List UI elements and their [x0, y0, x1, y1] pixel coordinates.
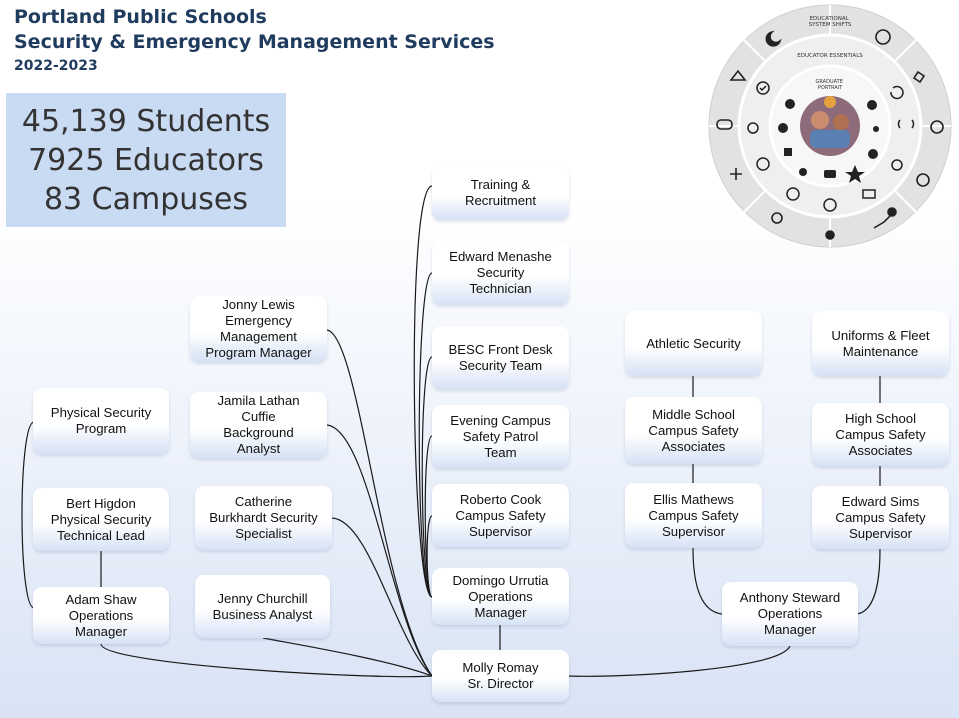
people-icon	[785, 99, 795, 109]
chart-icon	[784, 148, 792, 156]
stat-students: 45,139 Students	[21, 104, 271, 139]
dots-circle-icon	[875, 29, 891, 45]
globe-icon	[868, 149, 878, 159]
flower-icon	[756, 157, 770, 171]
card-bert-higdon: Bert Higdon Physical Security Technical …	[33, 488, 169, 551]
svg-text:GRADUATE PORTRAIT: GRADUATE PORTRAIT	[816, 79, 845, 91]
card-physical-security-program: Physical Security Program	[33, 388, 169, 454]
card-edward-menashe: Edward Menashe Security Technician	[432, 241, 569, 305]
brain-icon	[867, 100, 877, 110]
eye-icon	[891, 159, 903, 171]
wheel-inner-label: GRADUATE	[816, 79, 843, 85]
wheel-outer-label: EDUCATIONAL	[810, 16, 850, 22]
gear-icon	[778, 123, 788, 133]
molecule-icon	[771, 212, 783, 224]
crescent-icon	[765, 30, 782, 47]
card-middle-school-csa: Middle School Campus Safety Associates	[625, 397, 762, 464]
card-jonny-lewis: Jonny Lewis Emergency Management Program…	[190, 296, 327, 362]
page-header: Portland Public Schools Security & Emerg…	[14, 5, 495, 76]
face-icon	[786, 187, 800, 201]
card-roberto-cook: Roberto Cook Campus Safety Supervisor	[432, 484, 569, 547]
connect-icon	[799, 168, 807, 176]
broadcast-icon	[873, 126, 879, 132]
card-besc-front-desk: BESC Front Desk Security Team	[432, 326, 569, 389]
card-catherine-burkhardt: Catherine Burkhardt Security Specialist	[195, 486, 332, 550]
card-molly-romay: Molly Romay Sr. Director	[432, 650, 569, 702]
card-domingo-urrutia: Domingo Urrutia Operations Manager	[432, 568, 569, 625]
svg-text:EDUCATIONAL SYSTEM SHIFTS: EDUCATIONAL SYSTEM SHIFTS	[809, 16, 852, 28]
connector-ellis-anthony	[692, 547, 723, 615]
page-title: Portland Public Schools	[14, 6, 267, 28]
connector-jamila	[326, 424, 433, 677]
card-ellis-mathews: Ellis Mathews Campus Safety Supervisor	[625, 483, 762, 548]
connector-physical-security-program	[21, 421, 35, 609]
card-adam-shaw: Adam Shaw Operations Manager	[33, 587, 169, 644]
card-jenny-churchill: Jenny Churchill Business Analyst	[195, 575, 330, 638]
handshake-icon	[824, 170, 836, 178]
connector-edward-menashe	[418, 272, 433, 598]
network-dots-icon	[730, 168, 742, 180]
arrows-cycle-icon	[890, 85, 904, 100]
graduate-portrait-wheel: EDUCATIONAL SYSTEM SHIFTS EDUCATOR ESSEN…	[708, 4, 952, 248]
target-icon	[930, 120, 944, 134]
gears-icon	[747, 122, 759, 134]
check-circle-icon	[756, 81, 770, 95]
school-year: 2022-2023	[14, 58, 98, 74]
cloud-icon	[716, 119, 733, 130]
card-evening-campus-safety: Evening Campus Safety Patrol Team	[432, 405, 569, 468]
card-training-recruitment: Training & Recruitment	[432, 166, 569, 220]
connector-training	[413, 185, 433, 598]
card-anthony-steward: Anthony Steward Operations Manager	[722, 582, 858, 646]
cog-flower-icon	[823, 198, 837, 212]
connector-adam-director	[100, 643, 433, 678]
connector-sims-anthony	[856, 548, 881, 615]
stat-educators: 7925 Educators	[28, 143, 264, 178]
wifi-icon	[897, 119, 915, 129]
card-jamila-lathan-cuffie: Jamila Lathan Cuffie Background Analyst	[190, 392, 327, 458]
card-high-school-csa: High School Campus Safety Associates	[812, 403, 949, 466]
wheel-middle-label: EDUCATOR ESSENTIALS	[797, 53, 863, 59]
connector-anthony-director	[567, 645, 791, 677]
tent-icon	[729, 69, 747, 81]
connector-catherine	[331, 517, 433, 677]
hand-icon	[912, 70, 926, 84]
connector-jonny	[326, 329, 433, 677]
sun-gear-icon	[916, 173, 930, 187]
page-subtitle: Security & Emergency Management Services	[14, 31, 495, 53]
card-edward-sims: Edward Sims Campus Safety Supervisor	[812, 486, 949, 549]
stat-campuses: 83 Campuses	[43, 182, 249, 217]
card-uniforms-fleet: Uniforms & Fleet Maintenance	[812, 311, 949, 376]
star-icon	[845, 165, 865, 183]
network-line-icon	[873, 213, 893, 229]
connector-roberto	[426, 515, 433, 598]
connector-jenny	[262, 637, 433, 677]
stats-box: 45,139 Students 7925 Educators 83 Campus…	[6, 93, 286, 227]
cassette-icon	[862, 189, 876, 199]
hub-icon	[825, 230, 835, 240]
card-athletic-security: Athletic Security	[625, 311, 762, 376]
